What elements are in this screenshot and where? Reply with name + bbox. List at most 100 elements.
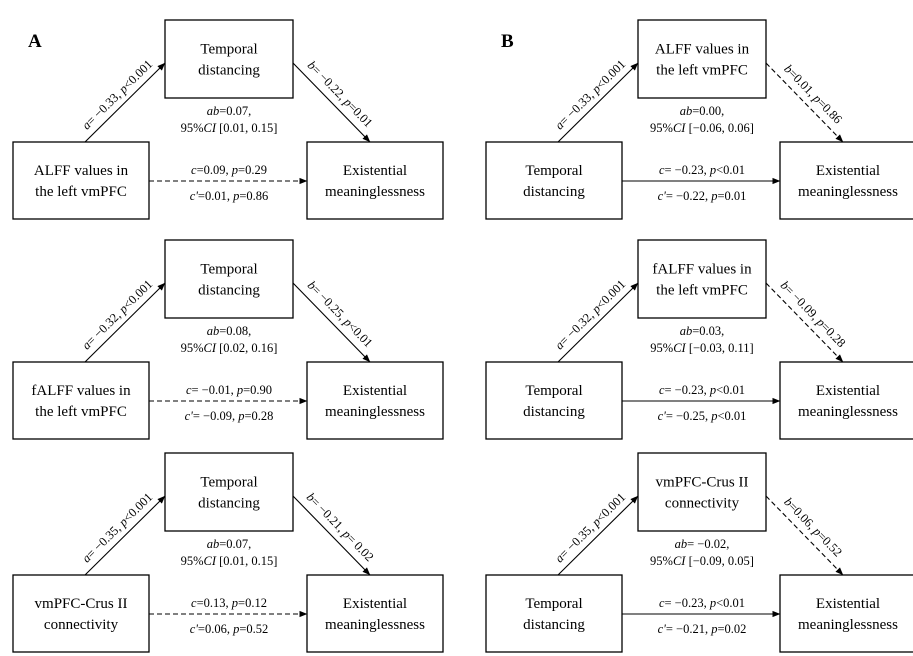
b-path-arrow — [292, 62, 371, 143]
mediator-box-border — [164, 19, 294, 99]
predictor-box-border — [12, 574, 150, 653]
c-path-label: c=0.13, p=0.12 — [191, 596, 267, 610]
mediator-box-label-line: the left vmPFC — [656, 283, 748, 299]
mediation-model: fALFF values in the left vmPFC Temporal dis… — [12, 239, 444, 440]
outcome-box-label-line: Existential — [343, 383, 407, 399]
indirect-effect-label: ab= −0.02, — [675, 537, 730, 551]
c-prime-path-label: c'= −0.22, p=0.01 — [658, 189, 747, 203]
c-prime-path-label: c'= −0.09, p=0.28 — [185, 409, 274, 423]
outcome-box: Existential meaninglessness — [306, 141, 444, 220]
mediator-box-border — [637, 239, 767, 319]
outcome-box-label-line: Existential — [343, 596, 407, 612]
panel-a: A ALFF values in the left vmPFC Temporal dis… — [12, 19, 444, 653]
predictor-box-border — [12, 141, 150, 220]
predictor-box-border — [12, 361, 150, 440]
outcome-box-label-line: Existential — [343, 163, 407, 179]
outcome-box-border — [306, 361, 444, 440]
predictor-box-label-line: the left vmPFC — [35, 184, 127, 200]
predictor-box: fALFF values in the left vmPFC — [12, 361, 150, 440]
outcome-box-label-line: meaninglessness — [325, 617, 425, 633]
indirect-effect-ci-label: 95%CI [−0.09, 0.05] — [650, 554, 754, 568]
predictor-box-border — [485, 361, 623, 440]
b-path-label: b= −0.21, p= 0.02 — [304, 490, 377, 564]
indirect-effect-ci-label: 95%CI [0.01, 0.15] — [181, 554, 278, 568]
b-path-arrow — [765, 62, 844, 143]
predictor-box-label-line: ALFF values in — [34, 163, 129, 179]
outcome-box-border — [306, 574, 444, 653]
a-path-arrow — [557, 282, 639, 363]
mediator-box: vmPFC-Crus II connectivity — [637, 452, 767, 532]
a-path-label: a= −0.32, p<0.001 — [552, 277, 628, 352]
c-prime-path-label: c'= −0.21, p=0.02 — [658, 622, 747, 636]
a-path-label: a= −0.33, p<0.001 — [79, 57, 155, 132]
c-path-label: c= −0.23, p<0.01 — [659, 383, 745, 397]
c-prime-path-label: c'=0.06, p=0.52 — [190, 622, 269, 636]
mediator-box-border — [164, 239, 294, 319]
b-path-label: b= −0.25, p<0.01 — [305, 278, 376, 350]
indirect-effect-ci-label: 95%CI [−0.06, 0.06] — [650, 121, 754, 135]
c-path-label: c=0.09, p=0.29 — [191, 163, 267, 177]
outcome-box-label-line: meaninglessness — [798, 184, 898, 200]
predictor-box: Temporal distancing — [485, 574, 623, 653]
predictor-box-label-line: fALFF values in — [31, 383, 131, 399]
outcome-box-border — [779, 574, 913, 653]
c-prime-path-label: c'=0.01, p=0.86 — [190, 189, 269, 203]
mediator-box: fALFF values in the left vmPFC — [637, 239, 767, 319]
mediator-box: Temporal distancing — [164, 239, 294, 319]
b-path-arrow — [765, 495, 844, 576]
c-path-label: c= −0.23, p<0.01 — [659, 163, 745, 177]
predictor-box-label-line: distancing — [523, 404, 585, 420]
mediator-box-label-line: connectivity — [665, 496, 740, 512]
mediator-box-label-line: fALFF values in — [652, 262, 752, 278]
a-path-arrow — [84, 282, 166, 363]
c-path-label: c= −0.23, p<0.01 — [659, 596, 745, 610]
panel-letter: B — [501, 31, 514, 52]
indirect-effect-label: ab=0.03, — [680, 324, 725, 338]
mediator-box-label-line: vmPFC-Crus II — [656, 475, 749, 491]
c-path-label: c= −0.01, p=0.90 — [186, 383, 272, 397]
mediator-box-label-line: distancing — [198, 283, 260, 299]
outcome-box: Existential meaninglessness — [779, 361, 913, 440]
panel-letter: A — [28, 31, 42, 52]
mediator-box-label-line: Temporal — [200, 475, 257, 491]
outcome-box-label-line: meaninglessness — [798, 404, 898, 420]
a-path-label: a= −0.35, p<0.001 — [79, 490, 155, 565]
outcome-box-border — [779, 361, 913, 440]
predictor-box-label-line: distancing — [523, 617, 585, 633]
b-path-arrow — [292, 495, 371, 576]
outcome-box-label-line: Existential — [816, 383, 880, 399]
predictor-box-label-line: connectivity — [44, 617, 119, 633]
outcome-box: Existential meaninglessness — [306, 574, 444, 653]
predictor-box-label-line: Temporal — [525, 163, 582, 179]
predictor-box-border — [485, 574, 623, 653]
indirect-effect-ci-label: 95%CI [0.02, 0.16] — [181, 341, 278, 355]
predictor-box-label-line: Temporal — [525, 596, 582, 612]
mediator-box-border — [164, 452, 294, 532]
b-path-label: b= −0.22, p=0.01 — [305, 58, 376, 130]
predictor-box: Temporal distancing — [485, 361, 623, 440]
b-path-arrow — [292, 282, 371, 363]
a-path-label: a= −0.32, p<0.001 — [79, 277, 155, 352]
mediator-box-label-line: Temporal — [200, 262, 257, 278]
predictor-box-label-line: the left vmPFC — [35, 404, 127, 420]
b-path-arrow — [765, 282, 844, 363]
mediator-box-label-line: the left vmPFC — [656, 63, 748, 79]
outcome-box-label-line: meaninglessness — [325, 184, 425, 200]
c-prime-path-label: c'= −0.25, p<0.01 — [658, 409, 747, 423]
mediation-model: Temporal distancing fALFF values in the lef… — [485, 239, 913, 440]
b-path-label: b=0.06, p=0.52 — [781, 495, 845, 560]
b-path-label: b= −0.09, p=0.28 — [778, 278, 849, 350]
outcome-box-border — [306, 141, 444, 220]
a-path-arrow — [84, 495, 166, 576]
predictor-box: ALFF values in the left vmPFC — [12, 141, 150, 220]
predictor-box-label-line: Temporal — [525, 383, 582, 399]
indirect-effect-label: ab=0.08, — [207, 324, 252, 338]
indirect-effect-label: ab=0.00, — [680, 104, 725, 118]
